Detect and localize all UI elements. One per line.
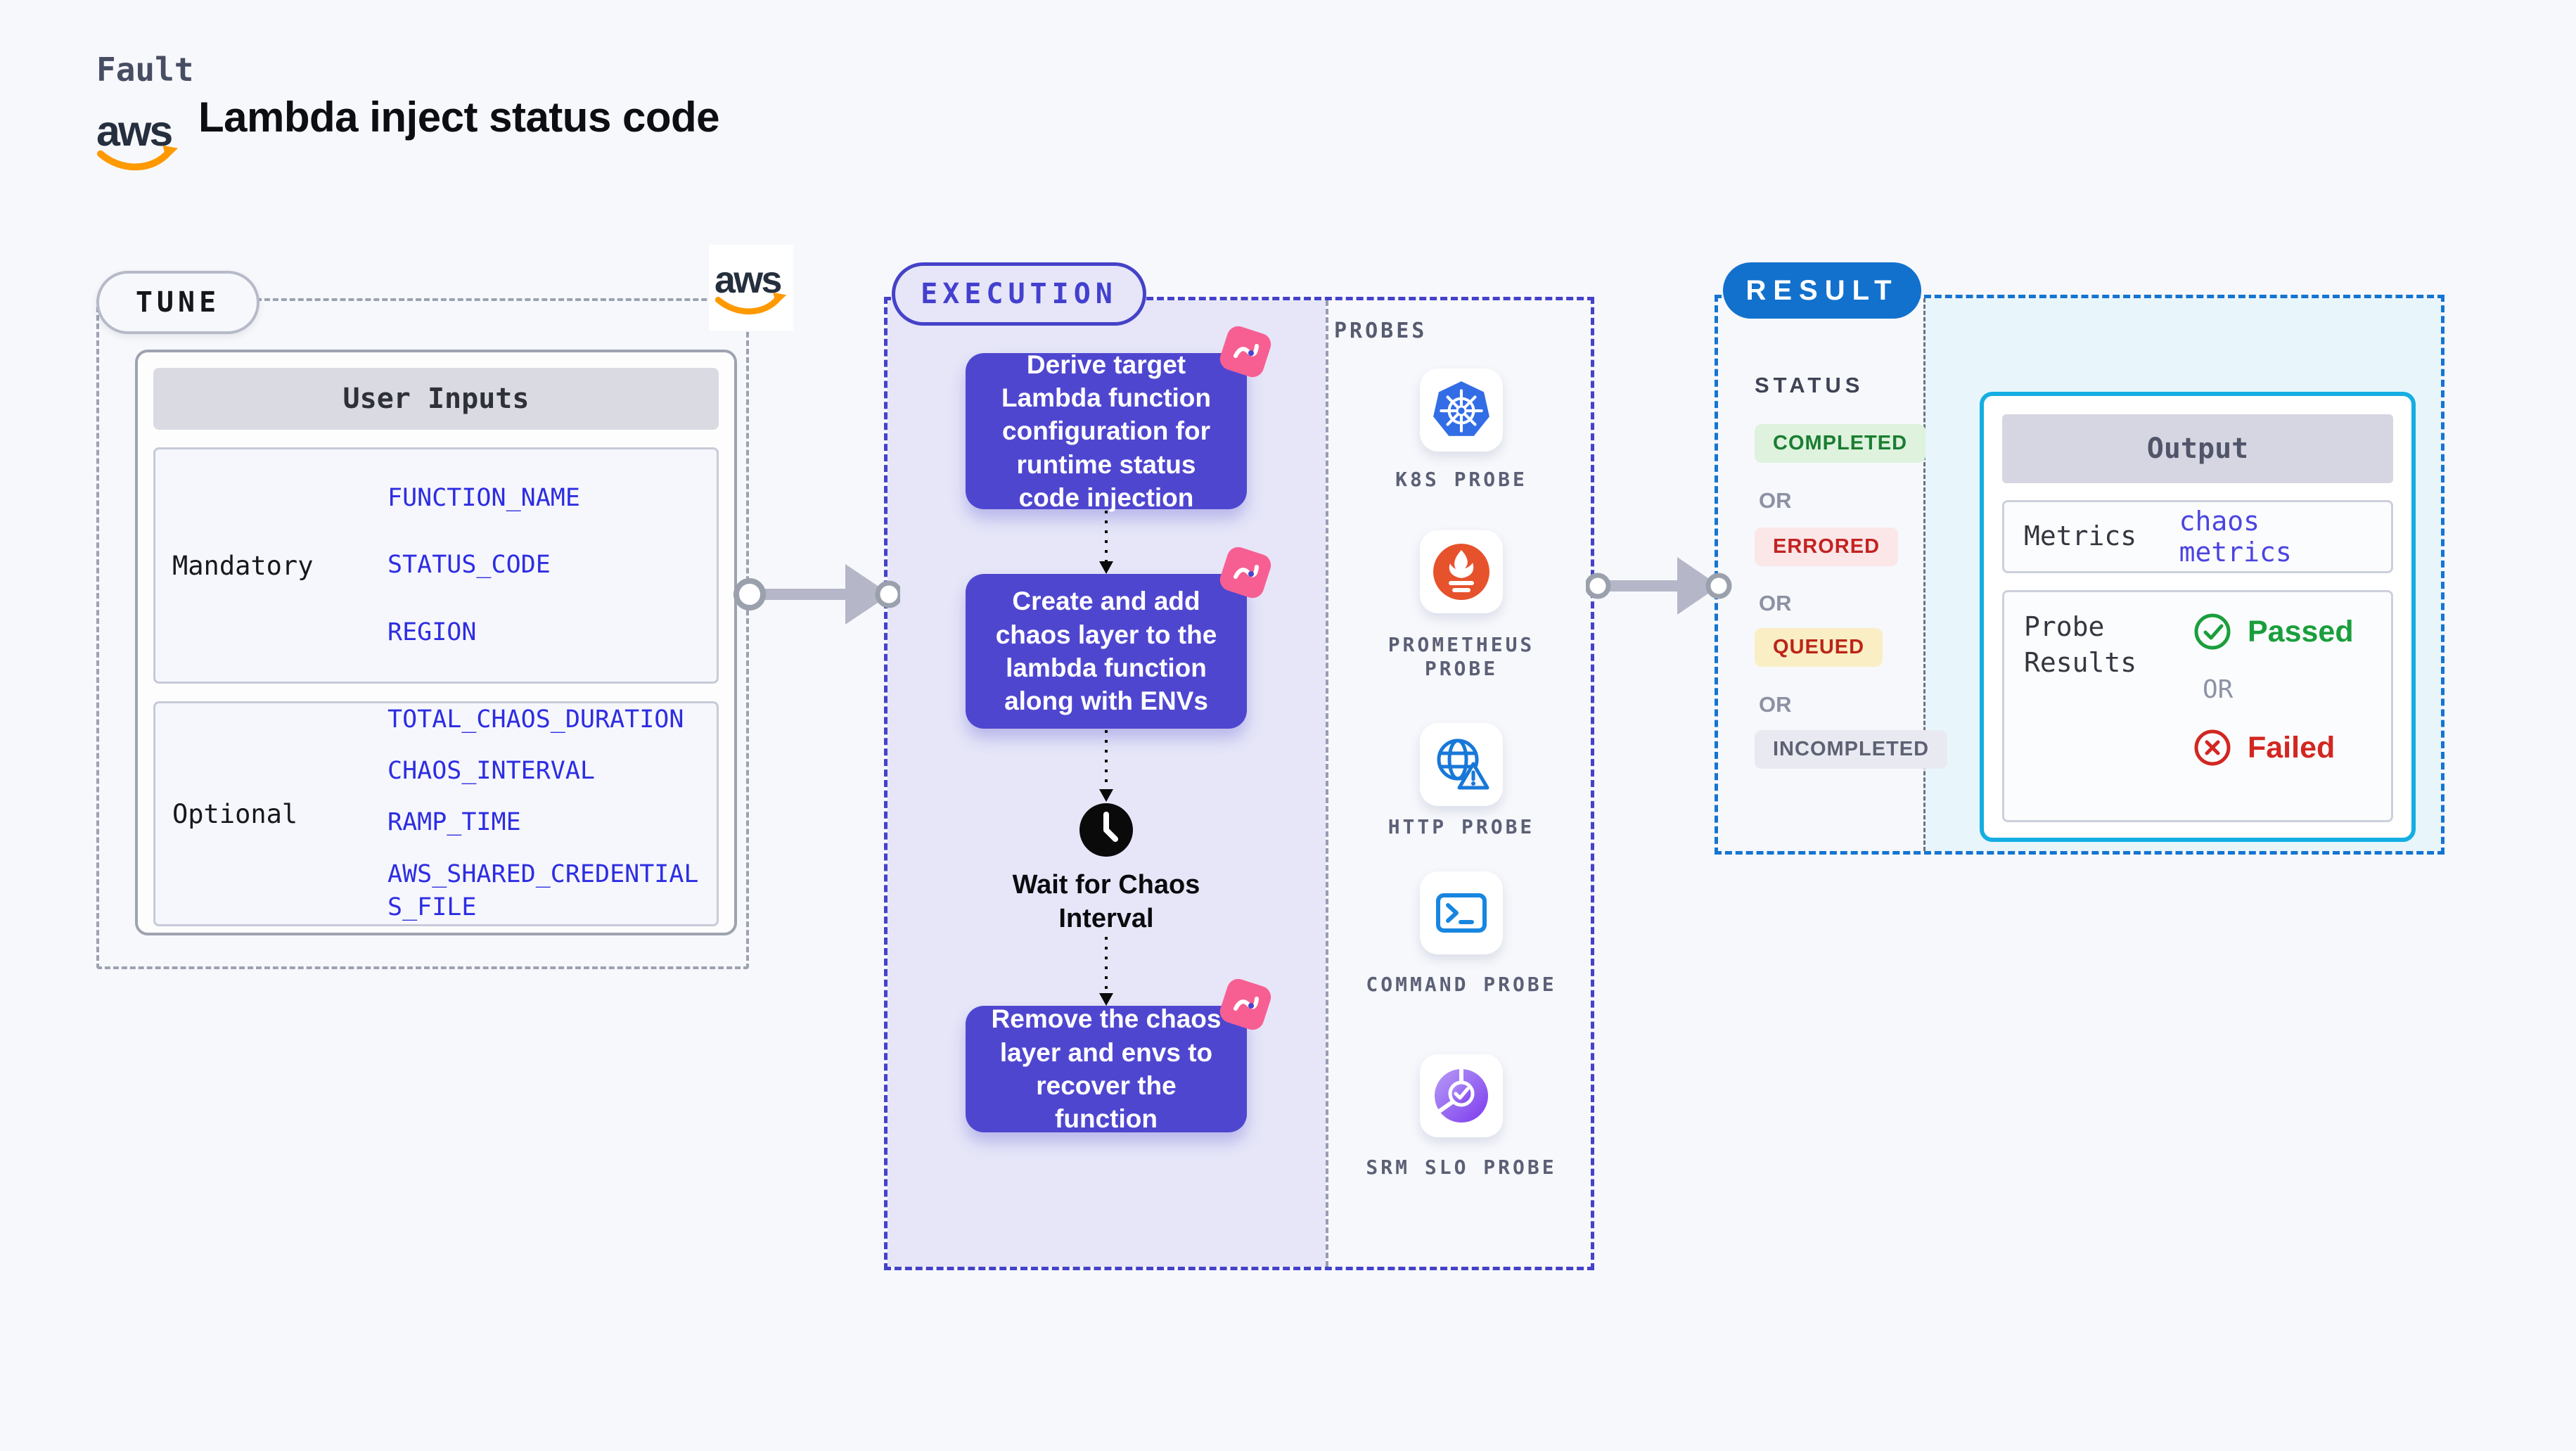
- env-var: AWS_SHARED_CREDENTIALS_FILE: [387, 859, 699, 921]
- status-badge-incompleted: INCOMPLETED: [1755, 730, 1948, 769]
- passed-result: Passed: [2193, 612, 2354, 651]
- metrics-label: Metrics: [2024, 520, 2137, 552]
- probe-label: COMMAND PROBE: [1366, 973, 1557, 996]
- or-separator: OR: [2203, 675, 2234, 704]
- status-badge-completed: COMPLETED: [1755, 424, 1926, 463]
- prometheus-icon: [1420, 530, 1503, 613]
- env-var: TOTAL_CHAOS_DURATION: [387, 705, 684, 734]
- status-badge-errored: ERRORED: [1755, 528, 1899, 566]
- probe-label: K8S PROBE: [1395, 468, 1527, 491]
- table-row-mandatory: Mandatory FUNCTION_NAME STATUS_CODE REGI…: [153, 447, 719, 684]
- metrics-row: Metrics chaos metrics: [2002, 500, 2393, 573]
- failed-label: Failed: [2248, 730, 2335, 765]
- check-circle-icon: [2194, 613, 2231, 650]
- execution-step-3: Remove the chaos layer and envs to recov…: [966, 976, 1274, 1133]
- env-var: RAMP_TIME: [387, 808, 521, 837]
- kubernetes-icon: [1420, 369, 1503, 452]
- failed-result: Failed: [2193, 728, 2354, 767]
- chaos-icon: [1217, 544, 1274, 601]
- execution-step-1: Derive target Lambda function configurat…: [966, 323, 1274, 512]
- passed-label: Passed: [2248, 614, 2354, 648]
- terminal-icon: [1420, 871, 1503, 954]
- output-card: Output Metrics chaos metrics Probe Resul…: [1980, 392, 2416, 842]
- step-text: Create and add chaos layer to the lambda…: [995, 587, 1217, 716]
- probes-heading: PROBES: [1334, 319, 1428, 343]
- status-badge-queued: QUEUED: [1755, 628, 1883, 667]
- fault-kicker: Fault: [96, 51, 194, 89]
- table-row-optional: Optional TOTAL_CHAOS_DURATION CHAOS_INTE…: [153, 701, 719, 926]
- flow-connector: [1099, 511, 1113, 574]
- probe-results-row: Probe Results Passed OR: [2002, 590, 2393, 822]
- tune-section: [96, 298, 749, 969]
- chaos-icon: [1217, 976, 1274, 1033]
- user-inputs-card: User Inputs Mandatory FUNCTION_NAME STAT…: [135, 350, 737, 935]
- probe-label: SRM SLO PROBE: [1366, 1156, 1557, 1179]
- result-divider: [1923, 298, 1925, 851]
- step-text: Remove the chaos layer and envs to recov…: [991, 1004, 1222, 1134]
- execution-section: Derive target Lambda function configurat…: [884, 297, 1594, 1270]
- env-var: FUNCTION_NAME: [387, 484, 580, 513]
- slo-pie-icon: [1420, 1054, 1503, 1137]
- result-badge: RESULT: [1723, 262, 1921, 319]
- result-section: STATUS COMPLETED OR ERRORED OR QUEUED OR…: [1715, 295, 2444, 855]
- clock-icon: [1078, 802, 1134, 858]
- tune-badge: TUNE: [96, 271, 259, 334]
- flow-connector: [1099, 730, 1113, 802]
- svg-text:aws: aws: [96, 107, 172, 155]
- page-title: Lambda inject status code: [198, 94, 720, 141]
- env-var: STATUS_CODE: [387, 551, 551, 580]
- svg-text:aws: aws: [715, 259, 781, 301]
- x-circle-icon: [2194, 729, 2231, 766]
- or-separator: OR: [1759, 488, 1792, 513]
- probes-divider: [1326, 300, 1328, 1267]
- http-globe-icon: [1420, 723, 1503, 806]
- or-separator: OR: [1759, 692, 1792, 717]
- status-heading: STATUS: [1755, 373, 1864, 397]
- chaos-icon: [1217, 323, 1274, 381]
- probe-results-label: Probe Results: [2024, 611, 2137, 679]
- row-label: Mandatory: [172, 550, 314, 581]
- aws-logo-icon: aws: [96, 103, 179, 177]
- user-inputs-header: User Inputs: [153, 368, 719, 430]
- metrics-value: chaos metrics: [2179, 506, 2292, 568]
- aws-logo-icon: aws: [709, 245, 793, 331]
- env-var: REGION: [387, 618, 477, 646]
- flow-connector: [1099, 937, 1113, 1006]
- step-text: Derive target Lambda function configurat…: [1001, 350, 1212, 513]
- env-var: CHAOS_INTERVAL: [387, 757, 596, 786]
- wait-for-chaos-label: Wait for Chaos Interval: [1012, 870, 1200, 933]
- execution-badge: EXECUTION: [892, 262, 1146, 326]
- row-label: Optional: [172, 798, 298, 829]
- arrow-execution-to-result: [1586, 557, 1732, 615]
- probe-label: PROMETHEUS PROBE: [1388, 633, 1535, 680]
- arrow-tune-to-execution: [733, 564, 900, 625]
- probe-label: HTTP PROBE: [1388, 815, 1535, 838]
- or-separator: OR: [1759, 591, 1792, 615]
- execution-step-2: Create and add chaos layer to the lambda…: [966, 544, 1274, 729]
- output-header: Output: [2002, 414, 2393, 483]
